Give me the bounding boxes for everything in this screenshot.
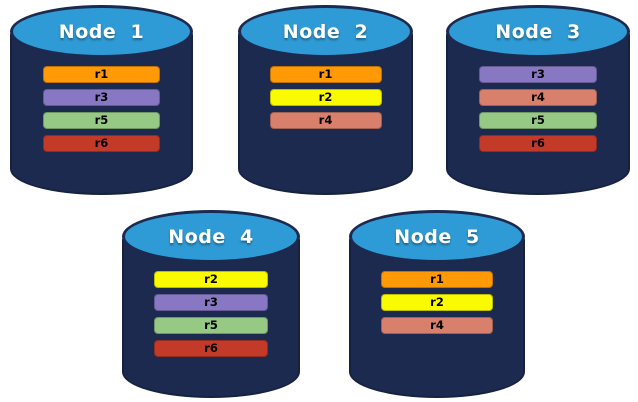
cylinder-top: Node 4 [122,210,300,263]
node-title: Node 2 [282,20,369,43]
cylinder-top: Node 5 [349,210,525,263]
replica-bar-r6: r6 [42,135,161,152]
replica-list: r1 r2 r4 [238,66,413,129]
node-2-cylinder: Node 2 r1 r2 r4 [238,5,413,195]
replica-list: r3 r4 r5 r6 [446,66,630,152]
node-title: Node 4 [168,225,254,248]
replica-list: r2 r3 r5 r6 [122,271,300,357]
replica-label: r4 [318,112,333,127]
replica-bar-r5: r5 [154,317,268,334]
replica-label: r3 [204,294,218,309]
replica-label: r4 [531,89,545,104]
replica-bar-r3: r3 [42,89,161,106]
replica-label: r6 [204,340,218,355]
replica-bar-r6: r6 [154,340,268,357]
replica-bar-r4: r4 [380,317,494,334]
replica-bar-r3: r3 [479,66,597,83]
replica-bar-r5: r5 [479,112,597,129]
replica-label: r3 [531,66,545,81]
replica-list: r1 r2 r4 [349,271,525,334]
replica-list: r1 r3 r5 r6 [10,66,193,152]
replica-bar-r1: r1 [380,271,494,288]
replica-label: r2 [204,271,218,286]
replica-bar-r4: r4 [479,89,597,106]
node-title: Node 1 [58,20,145,43]
replica-bar-r5: r5 [42,112,161,129]
cylinder-top: Node 2 [238,5,413,58]
replica-bar-r2: r2 [380,294,494,311]
replica-bar-r4: r4 [269,112,382,129]
replica-bar-r1: r1 [269,66,382,83]
node-4-cylinder: Node 4 r2 r3 r5 r6 [122,210,300,398]
node-title: Node 3 [495,20,581,43]
replica-label: r1 [94,66,109,81]
cylinder-top: Node 1 [10,5,193,58]
replica-label: r3 [94,89,109,104]
replica-bar-r2: r2 [154,271,268,288]
node-title: Node 5 [394,225,480,248]
node-5-cylinder: Node 5 r1 r2 r4 [349,210,525,398]
node-3-cylinder: Node 3 r3 r4 r5 r6 [446,5,630,195]
replica-label: r5 [94,112,109,127]
replica-label: r2 [430,294,444,309]
replica-bar-r6: r6 [479,135,597,152]
replica-label: r2 [318,89,333,104]
replica-label: r6 [531,135,545,150]
cylinder-top: Node 3 [446,5,630,58]
node-1-cylinder: Node 1 r1 r3 r5 r6 [10,5,193,195]
replica-label: r1 [318,66,333,81]
replica-bar-r1: r1 [42,66,161,83]
replica-label: r6 [94,135,109,150]
replica-bar-r2: r2 [269,89,382,106]
replica-label: r5 [531,112,545,127]
replica-label: r5 [204,317,218,332]
replica-bar-r3: r3 [154,294,268,311]
replica-label: r4 [430,317,444,332]
replica-label: r1 [430,271,444,286]
